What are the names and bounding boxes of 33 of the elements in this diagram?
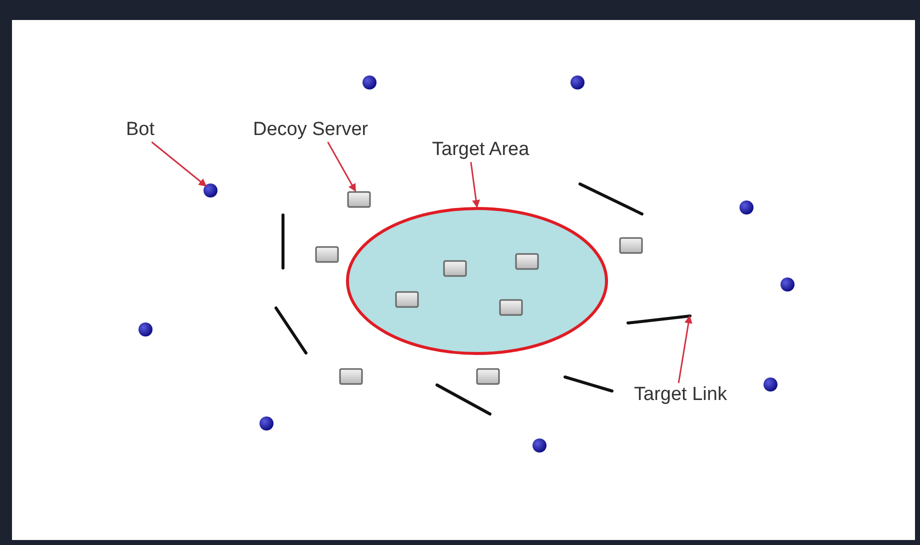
callout-label: Decoy Server bbox=[253, 118, 368, 142]
server-icon bbox=[499, 299, 523, 316]
server-icon bbox=[315, 246, 339, 263]
leader-arrow bbox=[151, 141, 207, 187]
callout-label: Target Link bbox=[634, 383, 727, 407]
link-line bbox=[280, 212, 286, 271]
callout-label: Target Area bbox=[432, 138, 530, 162]
bot-dot bbox=[780, 277, 795, 292]
server-icon bbox=[476, 368, 500, 385]
bot-dot bbox=[259, 416, 274, 431]
server-icon bbox=[347, 191, 371, 208]
server-icon bbox=[515, 253, 539, 270]
link-line bbox=[273, 305, 309, 356]
link-line bbox=[434, 382, 493, 417]
server-icon bbox=[395, 291, 419, 308]
bot-dot bbox=[203, 183, 218, 198]
link-line bbox=[625, 313, 693, 326]
link-line bbox=[577, 181, 645, 217]
bot-dot bbox=[570, 75, 585, 90]
link-line bbox=[562, 374, 615, 394]
server-icon bbox=[443, 260, 467, 277]
leader-arrow bbox=[470, 162, 480, 208]
bot-dot bbox=[138, 322, 153, 337]
target-area-ellipse bbox=[346, 207, 608, 355]
server-icon bbox=[619, 237, 643, 254]
bot-dot bbox=[739, 200, 754, 215]
bot-dot bbox=[362, 75, 377, 90]
bot-dot bbox=[763, 377, 778, 392]
server-icon bbox=[339, 368, 363, 385]
callout-label: Bot bbox=[126, 118, 155, 142]
leader-arrow bbox=[678, 315, 692, 384]
bot-dot bbox=[532, 438, 547, 453]
leader-arrow bbox=[327, 142, 356, 192]
